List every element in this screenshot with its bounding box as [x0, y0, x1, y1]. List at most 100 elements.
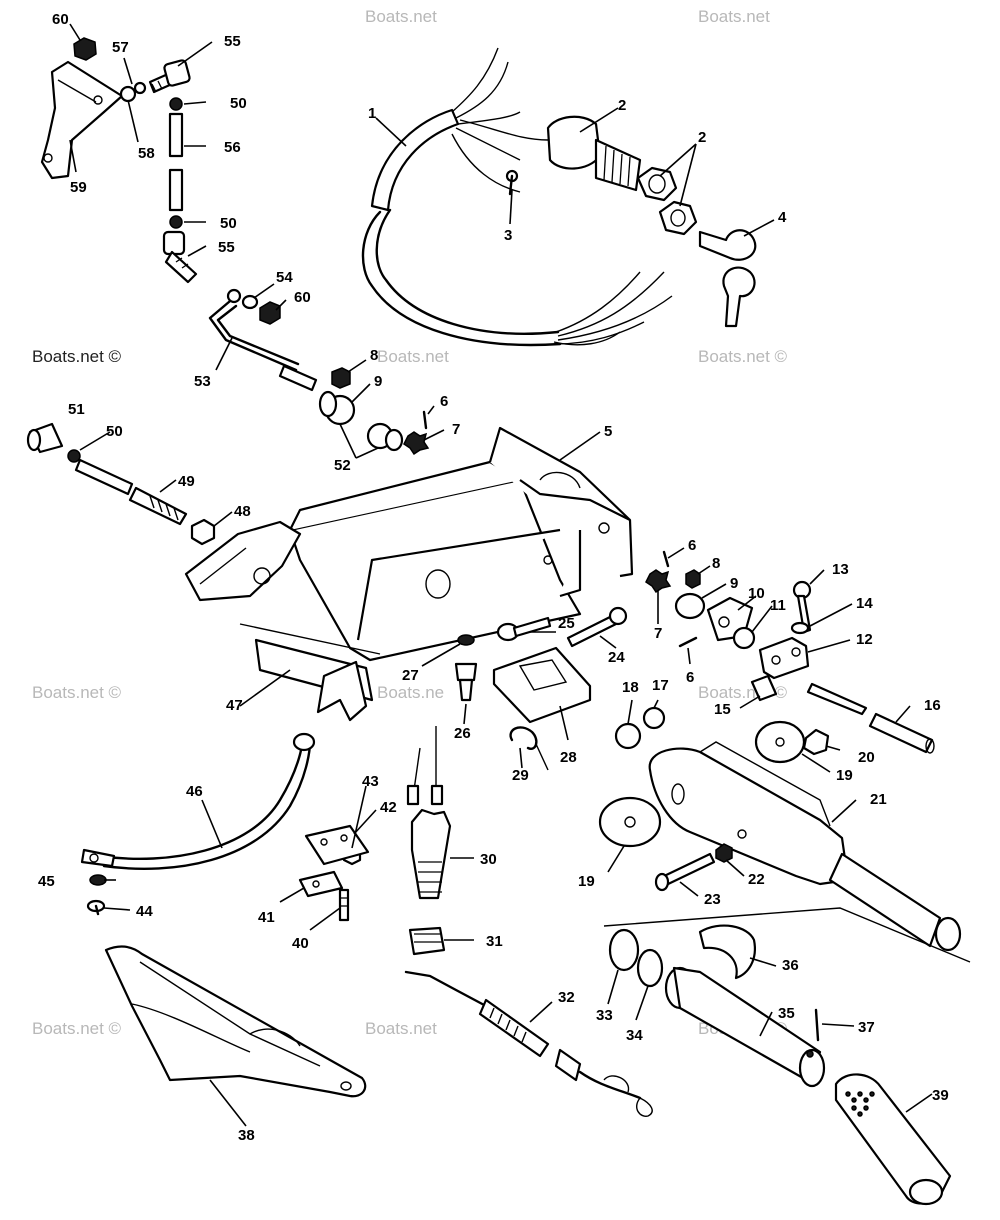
switch-wires — [406, 726, 444, 806]
nut-2-a — [636, 166, 678, 202]
callout-41: 41 — [258, 909, 275, 926]
nut-2-b — [658, 200, 698, 236]
pin-6-mid — [662, 550, 670, 568]
watermark: Boats.net — [365, 1019, 437, 1038]
collar-9-mid — [674, 592, 706, 620]
callout-6: 6 — [688, 537, 696, 554]
screw-25 — [496, 616, 552, 642]
bolt-23 — [654, 852, 716, 892]
nut-60-lower — [259, 301, 281, 325]
ball-joint-55-lower — [162, 230, 198, 284]
housing-5 — [288, 426, 634, 662]
cap-51 — [26, 422, 64, 454]
strap-46 — [80, 732, 316, 870]
tiller-arm-21 — [648, 741, 850, 886]
bolt-26 — [454, 662, 478, 702]
watermark: Boats.net © — [32, 1019, 122, 1038]
callout-8: 8 — [712, 555, 720, 572]
callout-19: 19 — [578, 873, 595, 890]
callout-43: 43 — [362, 773, 379, 790]
callout-50: 50 — [230, 95, 247, 112]
callout-18: 18 — [622, 679, 639, 696]
screw-3 — [505, 169, 519, 196]
callout-34: 34 — [626, 1027, 643, 1044]
callout-9: 9 — [730, 575, 738, 592]
grip-dots — [845, 1091, 875, 1117]
leader-lines — [69, 23, 933, 1127]
keys-4 — [698, 229, 757, 328]
callout-37: 37 — [858, 1019, 875, 1036]
callout-9: 9 — [374, 373, 382, 390]
callout-54: 54 — [276, 269, 293, 286]
watermark: Boats.net © — [698, 347, 788, 366]
callout-36: 36 — [782, 957, 799, 974]
callout-6: 6 — [686, 669, 694, 686]
callout-26: 26 — [454, 725, 471, 742]
stop-switch-30 — [410, 808, 452, 900]
throttle-tube-35 — [664, 966, 826, 1088]
callout-21: 21 — [870, 791, 887, 808]
watermark: Boats.net © — [32, 683, 122, 702]
clip-15 — [750, 674, 778, 702]
watermark: Boats.net — [377, 347, 449, 366]
plate-47-base — [239, 623, 381, 722]
rod-56 — [168, 97, 184, 229]
callout-55: 55 — [224, 33, 241, 50]
callout-57: 57 — [112, 39, 129, 56]
callout-5: 5 — [604, 423, 612, 440]
nut-20 — [802, 728, 830, 756]
spring-clip-29 — [509, 726, 549, 771]
screw-40 — [338, 888, 350, 922]
callout-30: 30 — [480, 851, 497, 868]
callout-8: 8 — [370, 347, 378, 364]
bushing-17 — [642, 706, 666, 730]
callout-60: 60 — [294, 289, 311, 306]
tiller-tube-21 — [828, 852, 962, 952]
callout-20: 20 — [858, 749, 875, 766]
o-ring-34 — [636, 948, 664, 988]
collar-9-upper — [318, 390, 356, 426]
callout-35: 35 — [778, 1005, 795, 1022]
callout-7: 7 — [452, 421, 460, 438]
callout-7: 7 — [654, 625, 662, 642]
pin-6-upper — [422, 410, 428, 430]
callout-56: 56 — [224, 139, 241, 156]
washer-19-left — [598, 796, 662, 848]
plate-41 — [298, 870, 344, 898]
bolt-24 — [566, 606, 628, 648]
lower-diag-frame — [603, 907, 971, 963]
bushing-18 — [614, 722, 642, 750]
callout-39: 39 — [932, 1087, 949, 1104]
watermark: Boats.net — [698, 7, 770, 26]
plate-42 — [304, 824, 370, 866]
watermark: Boats.net © — [32, 347, 122, 366]
lower-cover-38 — [104, 945, 367, 1098]
rod-16 — [806, 682, 935, 754]
callout-38: 38 — [238, 1127, 255, 1144]
nut-60-top — [73, 37, 97, 61]
callout-49: 49 — [178, 473, 195, 490]
callout-labels: 60 57 55 50 56 58 59 50 55 54 60 53 8 9 … — [38, 11, 949, 1144]
washer-50-left — [67, 449, 81, 463]
bracket-plate — [40, 60, 124, 180]
callout-48: 48 — [234, 503, 251, 520]
pin-6-lower — [678, 636, 698, 648]
callout-31: 31 — [486, 933, 503, 950]
callout-2: 2 — [618, 97, 626, 114]
housing-5-left-ear — [184, 520, 302, 602]
nut-48 — [190, 518, 216, 546]
callout-25: 25 — [558, 615, 575, 632]
callout-33: 33 — [596, 1007, 613, 1024]
callout-50: 50 — [220, 215, 237, 232]
callout-4: 4 — [778, 209, 787, 226]
callout-16: 16 — [924, 697, 941, 714]
wire-harness-1 — [361, 47, 673, 347]
callout-40: 40 — [292, 935, 309, 952]
washer-27 — [457, 634, 475, 646]
nut-8-mid — [685, 569, 701, 589]
callout-60: 60 — [52, 11, 69, 28]
callout-29: 29 — [512, 767, 529, 784]
callout-19: 19 — [836, 767, 853, 784]
